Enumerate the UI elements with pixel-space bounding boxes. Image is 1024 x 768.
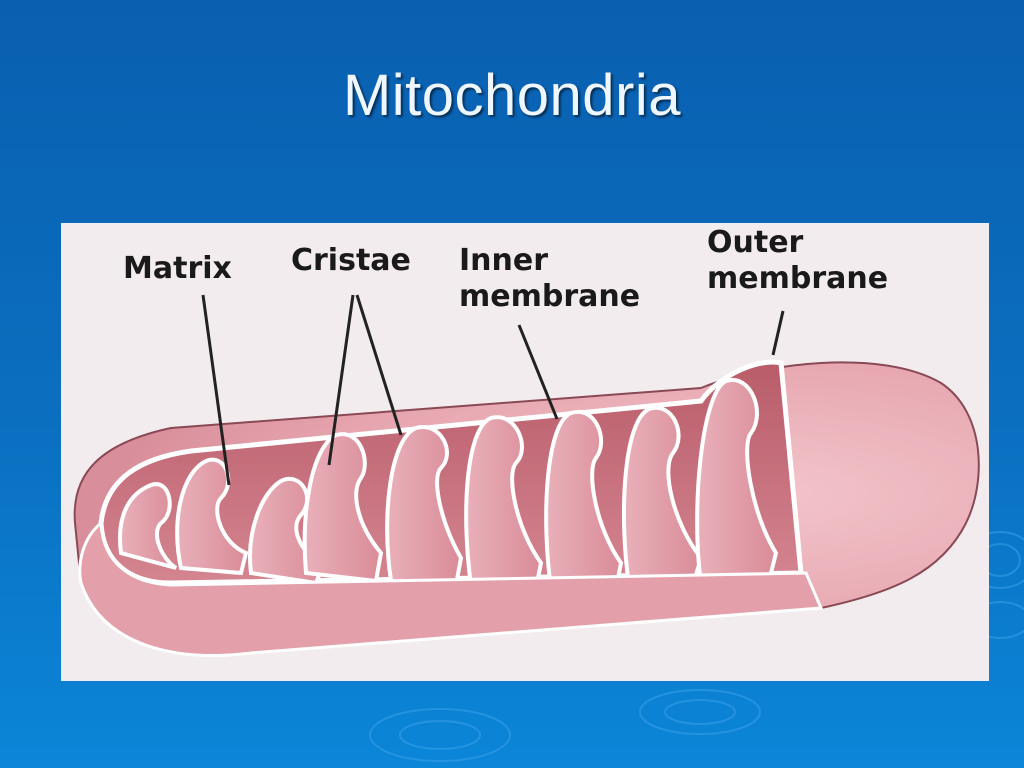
label-matrix: Matrix [123,251,232,286]
mitochondria-diagram: Matrix Cristae Inner membrane Outer memb… [61,223,989,681]
mitochondria-illustration [73,294,980,657]
label-outer-line2: membrane [707,261,889,296]
label-outer-membrane: Outer membrane [707,225,888,297]
label-inner-membrane: Inner membrane [459,243,640,315]
label-outer-line1: Outer [707,225,804,260]
label-inner-line1: Inner [459,243,549,278]
label-inner-line2: membrane [459,279,641,314]
label-leader-lines [201,294,785,486]
outer-membrane-rim [78,519,824,657]
label-cristae: Cristae [291,243,411,278]
slide-title: Mitochondria [342,63,682,128]
cristae-folds [118,377,779,591]
